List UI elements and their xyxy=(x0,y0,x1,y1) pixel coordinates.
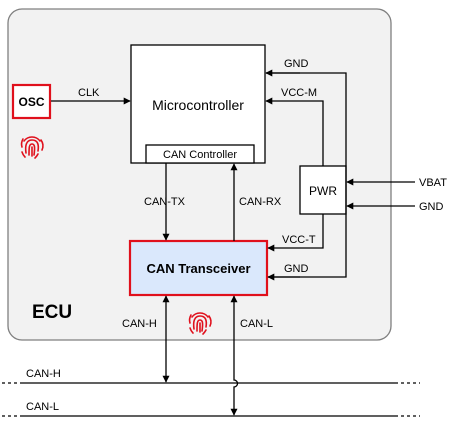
vcc-t-wire xyxy=(267,214,324,252)
can-controller-block xyxy=(145,144,255,164)
clk-label: CLK xyxy=(78,87,100,99)
fingerprint-icon xyxy=(20,136,44,159)
gnd-mcu-label: GND xyxy=(284,58,309,70)
microcontroller-block xyxy=(130,44,266,164)
vbat-label: VBAT xyxy=(419,177,447,189)
vcc-m-label: VCC-M xyxy=(281,87,317,99)
can-controller-label: CAN Controller xyxy=(163,149,237,161)
vcc-t-label: VCC-T xyxy=(282,234,316,246)
vcc-m-wire xyxy=(265,97,324,166)
ecu-label: ECU xyxy=(32,302,72,323)
osc-label: OSC xyxy=(18,95,44,109)
microcontroller-label: Microcontroller xyxy=(152,97,244,113)
gnd-ext-label: GND xyxy=(419,201,444,213)
can-l-bus-label: CAN-L xyxy=(26,401,59,413)
can-l-stub-label: CAN-L xyxy=(240,318,273,330)
fingerprint-icon xyxy=(188,312,212,335)
gnd-rail xyxy=(266,72,347,278)
gnd-transceiver-label: GND xyxy=(284,263,309,275)
can-transceiver-label: CAN Transceiver xyxy=(146,261,250,276)
ecu-box xyxy=(7,8,392,341)
can-transceiver-block xyxy=(128,239,269,297)
can-h-stub-label: CAN-H xyxy=(122,318,157,330)
osc-block xyxy=(11,83,52,120)
can-tx-label: CAN-TX xyxy=(144,196,186,208)
pwr-label: PWR xyxy=(309,184,337,198)
can-h-bus-label: CAN-H xyxy=(26,368,61,380)
can-rx-label: CAN-RX xyxy=(239,196,282,208)
